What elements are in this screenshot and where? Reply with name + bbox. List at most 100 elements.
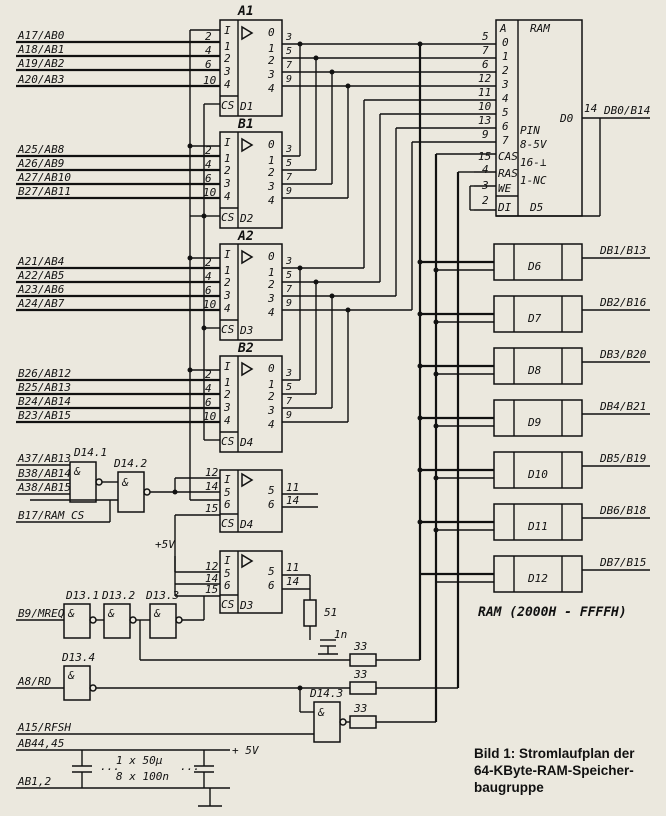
svg-text:3: 3 — [285, 256, 292, 267]
ram-title: RAM — [530, 22, 550, 35]
power-rail: ... ... 1 x 50μ 8 x 100n + 5V — [16, 744, 260, 807]
svg-text:14: 14 — [584, 102, 597, 115]
svg-text:0: 0 — [502, 36, 509, 49]
svg-text:PIN: PIN — [520, 124, 540, 137]
chip-label-d8: D8 — [527, 364, 542, 377]
svg-text:6: 6 — [268, 498, 275, 511]
svg-text:0: 0 — [268, 26, 275, 39]
sig-b25: B25/AB13 — [18, 381, 71, 394]
svg-text:3: 3 — [223, 65, 231, 78]
c1n-label: 1n — [334, 628, 347, 641]
svg-text:2: 2 — [205, 256, 212, 269]
chip-label-b1: B1 — [237, 117, 254, 132]
chip-label-d10: D10 — [527, 468, 548, 481]
svg-text:2: 2 — [224, 52, 231, 65]
svg-text:4: 4 — [502, 92, 509, 105]
svg-text:I: I — [224, 473, 231, 486]
svg-text:12: 12 — [478, 72, 492, 85]
control-bus — [417, 41, 494, 722]
svg-text:7: 7 — [502, 134, 509, 147]
svg-text:5: 5 — [286, 158, 292, 169]
svg-text:15: 15 — [205, 502, 218, 515]
chip-label-d11: D11 — [527, 520, 548, 533]
svg-text:I: I — [224, 136, 231, 149]
svg-text:3: 3 — [285, 368, 292, 379]
svg-text:10: 10 — [478, 100, 492, 113]
svg-text:0: 0 — [268, 250, 275, 263]
sig-ab12: AB1,2 — [17, 775, 51, 788]
svg-text:3: 3 — [267, 292, 275, 305]
svg-text:4: 4 — [205, 44, 212, 57]
db3-label: DB3/B20 — [599, 348, 647, 361]
gate-d13-1: & D13.1 — [63, 589, 99, 639]
resistor-51: 51 1n — [303, 575, 347, 655]
svg-text:15: 15 — [478, 150, 491, 163]
svg-text:5: 5 — [224, 486, 231, 499]
cs-lines — [187, 29, 220, 500]
svg-text:&: & — [153, 607, 161, 620]
svg-text:&: & — [317, 706, 325, 719]
svg-text:16-⊥: 16-⊥ — [520, 156, 547, 169]
svg-text:I: I — [224, 248, 231, 261]
svg-text:1: 1 — [224, 264, 231, 277]
chip-d4-lower: I 5 6 CS D4 5 6 — [219, 469, 283, 533]
data-chips: D6DB1/B13D7DB2/B16D8DB3/B20D9DB4/B21D10D… — [493, 243, 650, 593]
svg-text:&: & — [107, 607, 115, 620]
sig-a37: A37/AB13 — [17, 452, 71, 465]
sig-b24: B24/AB14 — [18, 395, 71, 408]
db0-label: DB0/B14 — [603, 104, 650, 117]
ram-d5: RAM A 0 1 2 3 4 5 6 7 PIN 8-5V 16-⊥ 1-NC… — [474, 19, 650, 217]
svg-text:2: 2 — [224, 388, 231, 401]
svg-text:2: 2 — [482, 194, 489, 207]
svg-text:D3: D3 — [239, 324, 253, 337]
gate-d13-2: & D13.2 — [101, 589, 137, 639]
sig-a8: A8/RD — [17, 675, 51, 688]
svg-text:5: 5 — [286, 270, 292, 281]
svg-text:4: 4 — [224, 302, 231, 315]
svg-text:3: 3 — [267, 180, 275, 193]
svg-text:I: I — [224, 554, 231, 567]
svg-text:2: 2 — [268, 54, 275, 67]
sig-a18: A18/AB1 — [17, 43, 64, 56]
ram-range-label: RAM (2000H - FFFFH) — [478, 605, 627, 620]
sig-a22: A22/AB5 — [17, 269, 64, 282]
svg-text:A: A — [499, 22, 507, 35]
svg-text:1: 1 — [224, 376, 231, 389]
data-chip-d7: D7 DB2/B16 — [493, 295, 650, 333]
chip-label-d5: D5 — [529, 201, 543, 214]
chip-label-d14-1: D14.1 — [73, 446, 107, 459]
svg-text:7: 7 — [286, 60, 292, 71]
chip-label-d13-4: D13.4 — [61, 651, 95, 664]
svg-text:13: 13 — [478, 114, 491, 127]
sig-ab44: AB44,45 — [17, 737, 64, 750]
chip-label-d13-1: D13.1 — [65, 589, 99, 602]
svg-text:3: 3 — [223, 177, 231, 190]
svg-text:D4: D4 — [239, 436, 253, 449]
sig-b23: B23/AB15 — [18, 409, 71, 422]
svg-text:5: 5 — [286, 46, 292, 57]
sig-b27: B27/AB11 — [18, 185, 71, 198]
gate-d14-2: & D14.2 — [30, 457, 220, 513]
svg-text:1-NC: 1-NC — [520, 174, 547, 187]
sig-b17: B17/RAM CS — [18, 509, 85, 522]
plus5v-label-a: +5V — [155, 538, 176, 551]
svg-text:14: 14 — [286, 494, 299, 507]
svg-text:10: 10 — [203, 298, 217, 311]
svg-text:4: 4 — [205, 382, 212, 395]
db2-label: DB2/B16 — [599, 296, 647, 309]
svg-text:9: 9 — [286, 186, 292, 197]
svg-text:6: 6 — [224, 498, 231, 511]
svg-text:4: 4 — [268, 418, 275, 431]
svg-text:4: 4 — [268, 306, 275, 319]
address-inputs: 24 610 24 610 24 610 24 610 — [16, 30, 220, 424]
svg-text:11: 11 — [286, 561, 299, 574]
chip-label-d6: D6 — [527, 260, 542, 273]
mux-a2: I 1 2 3 4 CS D3 0 1 2 3 4 A2 — [219, 229, 283, 341]
chip-label-d7: D7 — [527, 312, 542, 325]
svg-text:D2: D2 — [239, 212, 254, 225]
mux-b2: I 1 2 3 4 CS D4 0 1 2 3 4 B2 — [219, 341, 283, 453]
